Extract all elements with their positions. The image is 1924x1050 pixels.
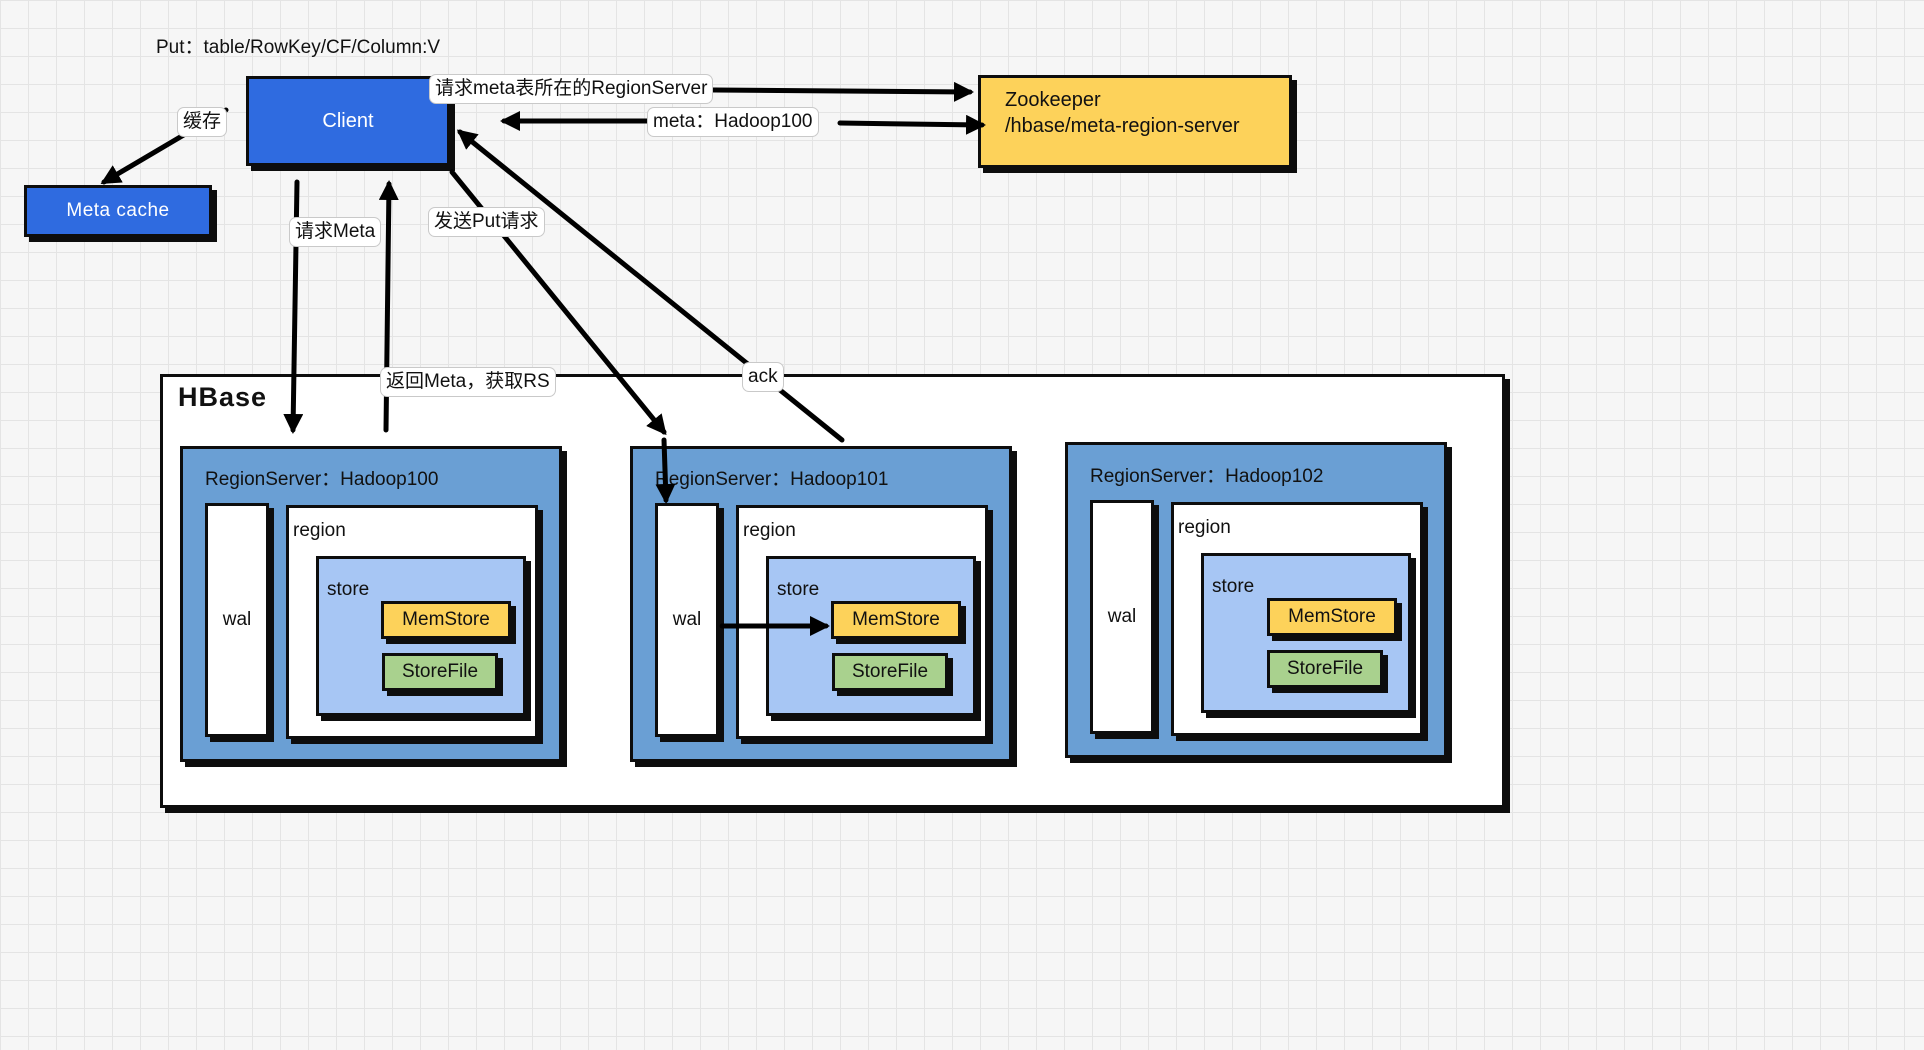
regionserver-title: RegionServer：Hadoop102 xyxy=(1090,466,1324,487)
label-send-put: 发送Put请求 xyxy=(428,207,545,237)
memstore-box[interactable]: MemStore xyxy=(1267,598,1397,636)
storefile-label: StoreFile xyxy=(1286,658,1364,679)
label-ack: ack xyxy=(742,362,784,392)
client-label: Client xyxy=(322,109,374,132)
wal-box[interactable]: wal xyxy=(205,503,269,737)
region-label: region xyxy=(743,520,796,541)
arrow-put-into-wal xyxy=(655,437,676,504)
memstore-box[interactable]: MemStore xyxy=(831,601,961,639)
regionserver-title: RegionServer：Hadoop100 xyxy=(205,469,439,490)
region-label: region xyxy=(1178,517,1231,538)
zookeeper-node[interactable]: Zookeeper /hbase/meta-region-server xyxy=(978,75,1292,168)
memstore-label: MemStore xyxy=(402,609,490,630)
wal-box[interactable]: wal xyxy=(1090,500,1154,734)
label-cache: 缓存 xyxy=(177,107,228,137)
label-return-meta: 返回Meta，获取RS xyxy=(380,367,556,397)
zookeeper-path: /hbase/meta-region-server xyxy=(1005,115,1240,137)
regionserver-title: RegionServer：Hadoop101 xyxy=(655,469,889,490)
wal-label: wal xyxy=(672,609,702,630)
memstore-label: MemStore xyxy=(852,609,940,630)
storefile-box[interactable]: StoreFile xyxy=(832,653,948,691)
storefile-box[interactable]: StoreFile xyxy=(382,653,498,691)
label-request-meta: 请求Meta xyxy=(289,217,382,247)
meta-cache-node[interactable]: Meta cache xyxy=(24,185,212,237)
store-label: store xyxy=(1212,576,1255,597)
arrow-meta-reply-to-zookeeper xyxy=(837,114,986,135)
memstore-box[interactable]: MemStore xyxy=(381,601,511,639)
label-meta-reply: meta：Hadoop100 xyxy=(647,107,819,137)
client-node[interactable]: Client xyxy=(246,76,450,166)
storefile-box[interactable]: StoreFile xyxy=(1267,650,1383,688)
storefile-label: StoreFile xyxy=(851,661,929,682)
zookeeper-title: Zookeeper xyxy=(1005,89,1101,111)
label-request-meta-rs: 请求meta表所在的RegionServer xyxy=(429,74,714,104)
meta-cache-label: Meta cache xyxy=(66,200,170,221)
put-command-title: Put：table/RowKey/CF/Column:V xyxy=(156,37,441,58)
memstore-label: MemStore xyxy=(1288,606,1376,627)
wal-label: wal xyxy=(1107,606,1137,627)
store-label: store xyxy=(327,579,370,600)
region-label: region xyxy=(293,520,346,541)
store-label: store xyxy=(777,579,820,600)
storefile-label: StoreFile xyxy=(401,661,479,682)
hbase-title: HBase xyxy=(178,382,268,412)
wal-label: wal xyxy=(222,609,252,630)
wal-box[interactable]: wal xyxy=(655,503,719,737)
